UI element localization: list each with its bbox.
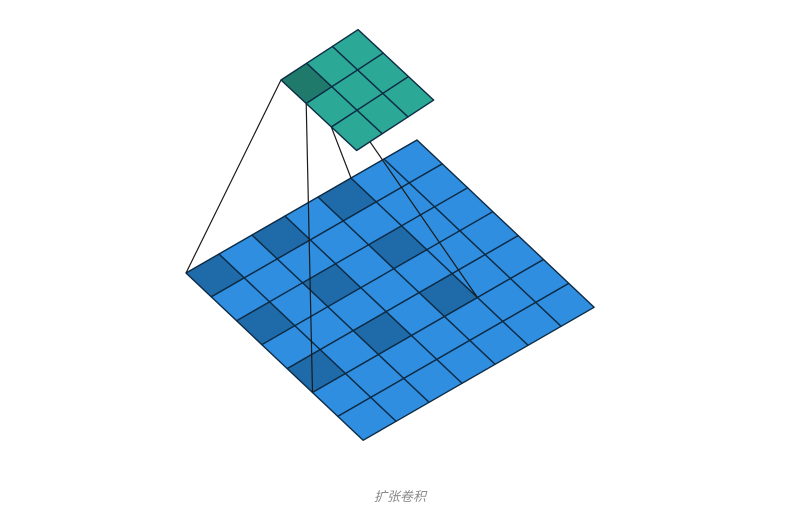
input-grid — [185, 139, 595, 441]
output-grid — [280, 28, 435, 152]
figure-caption: 扩张卷积 — [373, 490, 426, 505]
connector-line — [305, 103, 314, 393]
output-cell — [382, 75, 435, 118]
input-cell — [535, 282, 595, 327]
connector-line — [185, 79, 282, 274]
